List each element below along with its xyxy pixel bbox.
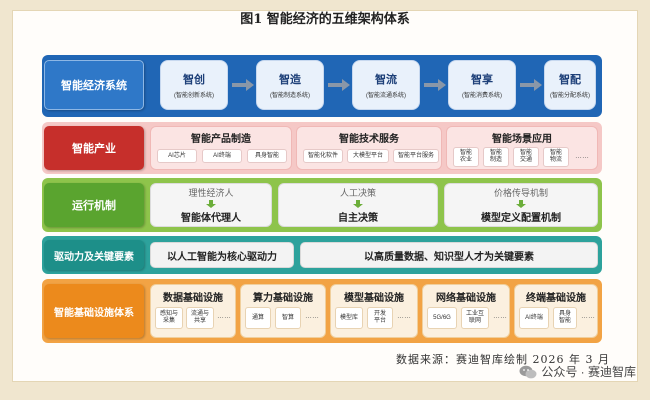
system-box-zhichuang: 智创 (智能创新系统): [160, 60, 228, 110]
mechanism-item: 价格传导机制 模型定义配置机制: [444, 183, 598, 227]
layer-system-label: 智能经济系统: [44, 60, 144, 110]
system-name: 智造: [279, 74, 301, 86]
infra-chip: 通算: [245, 307, 271, 329]
group-title: 终端基础设施: [526, 293, 586, 304]
mechanism-item: 理性经济人 智能体代理人: [150, 183, 272, 227]
system-box-zhiliu: 智流 (智能流通系统): [352, 60, 420, 110]
arrow-down-icon: [206, 200, 216, 208]
industry-chip: 智能 物流: [543, 147, 569, 167]
group-title: 智能技术服务: [339, 134, 399, 145]
mechanism-to: 智能体代理人: [181, 213, 241, 224]
system-box-zhizao: 智造 (智能制造系统): [256, 60, 324, 110]
infra-group-data: 数据基础设施 感知与 采集 流通与 共享 ……: [150, 284, 236, 338]
mechanism-item: 人工决策 自主决策: [278, 183, 438, 227]
infra-chip: AI终端: [519, 307, 549, 329]
infra-chip: 具身 智能: [553, 307, 577, 329]
industry-chip: 智能 制造: [483, 147, 509, 167]
mechanism-from: 理性经济人: [188, 188, 234, 198]
layer-drivers-label: 驱动力及关键要素: [44, 240, 144, 270]
arrow-right-icon: [520, 79, 542, 91]
industry-chip: 大模型平台: [347, 149, 389, 163]
group-title: 模型基础设施: [344, 293, 404, 304]
industry-group-products: 智能产品制造 AI芯片 AI终端 具身智能: [150, 126, 292, 170]
infra-chip: 模型库: [335, 307, 363, 329]
infra-group-model: 模型基础设施 模型库 开发 平台 ……: [330, 284, 418, 338]
more-ellipsis: ……: [581, 313, 595, 320]
industry-chip: 智能平台服务: [393, 149, 439, 163]
group-title: 智能场景应用: [492, 134, 552, 145]
system-sub: (智能制造系统): [270, 93, 310, 99]
infra-chip: 5G/6G: [427, 307, 457, 329]
mechanism-to: 自主决策: [338, 213, 378, 224]
industry-chip: 智能化软件: [303, 149, 343, 163]
industry-chip: AI终端: [202, 149, 242, 163]
layer-mechanism-label: 运行机制: [44, 183, 144, 227]
layer-industry-label: 智能产业: [44, 126, 144, 170]
wechat-icon: [519, 365, 537, 378]
driver-item: 以人工智能为核心驱动力: [150, 242, 294, 268]
more-ellipsis: ……: [305, 313, 319, 320]
system-flow: 智创 (智能创新系统) 智造 (智能制造系统) 智流 (智能流通系统) 智享 (…: [148, 60, 600, 110]
more-ellipsis: ……: [217, 313, 231, 320]
system-sub: (智能分配系统): [550, 93, 590, 99]
arrow-down-icon: [353, 200, 363, 208]
arrow-right-icon: [232, 79, 254, 91]
infra-chip: 智算: [275, 307, 301, 329]
more-ellipsis: ……: [493, 313, 507, 320]
industry-chip: 具身智能: [247, 149, 287, 163]
system-sub: (智能消费系统): [462, 93, 502, 99]
system-name: 智享: [471, 74, 493, 86]
arrow-right-icon: [424, 79, 446, 91]
system-name: 智创: [183, 74, 205, 86]
driver-item: 以高质量数据、知识型人才为关键要素: [300, 242, 598, 268]
industry-group-services: 智能技术服务 智能化软件 大模型平台 智能平台服务: [296, 126, 442, 170]
mechanism-from: 价格传导机制: [493, 188, 548, 198]
infra-chip: 工业互 联网: [461, 307, 489, 329]
wechat-watermark: 公众号 · 赛迪智库: [519, 363, 636, 380]
system-name: 智流: [375, 74, 397, 86]
infra-chip: 感知与 采集: [155, 307, 183, 329]
industry-chip: 智能 农业: [453, 147, 479, 167]
group-title: 智能产品制造: [191, 134, 251, 145]
arrow-right-icon: [328, 79, 350, 91]
wechat-account: 公众号 · 赛迪智库: [541, 365, 636, 379]
group-title: 算力基础设施: [253, 293, 313, 304]
diagram-title: 图1 智能经济的五维架构体系: [240, 12, 410, 27]
infra-group-terminal: 终端基础设施 AI终端 具身 智能 ……: [514, 284, 598, 338]
layer-infrastructure-label: 智能基础设施体系: [44, 284, 144, 338]
more-ellipsis: ……: [397, 313, 411, 320]
group-title: 数据基础设施: [163, 293, 223, 304]
industry-group-scenarios: 智能场景应用 智能 农业 智能 制造 智能 交通 智能 物流 ……: [446, 126, 598, 170]
infra-group-network: 网络基础设施 5G/6G 工业互 联网 ……: [422, 284, 510, 338]
group-title: 网络基础设施: [436, 293, 496, 304]
system-box-zhipei: 智配 (智能分配系统): [544, 60, 596, 110]
system-sub: (智能流通系统): [366, 93, 406, 99]
more-ellipsis: ……: [575, 153, 589, 160]
mechanism-from: 人工决策: [339, 188, 376, 198]
industry-chip: 智能 交通: [513, 147, 539, 167]
infra-group-compute: 算力基础设施 通算 智算 ……: [240, 284, 326, 338]
system-name: 智配: [559, 74, 581, 86]
arrow-down-icon: [516, 200, 526, 208]
infra-chip: 流通与 共享: [186, 307, 214, 329]
source-note: 数据来源：赛迪智库绘制 2026 年 3 月: [396, 353, 610, 366]
system-sub: (智能创新系统): [174, 93, 214, 99]
infra-chip: 开发 平台: [367, 307, 393, 329]
system-box-zhixiang: 智享 (智能消费系统): [448, 60, 516, 110]
industry-chip: AI芯片: [157, 149, 197, 163]
mechanism-to: 模型定义配置机制: [481, 213, 561, 224]
